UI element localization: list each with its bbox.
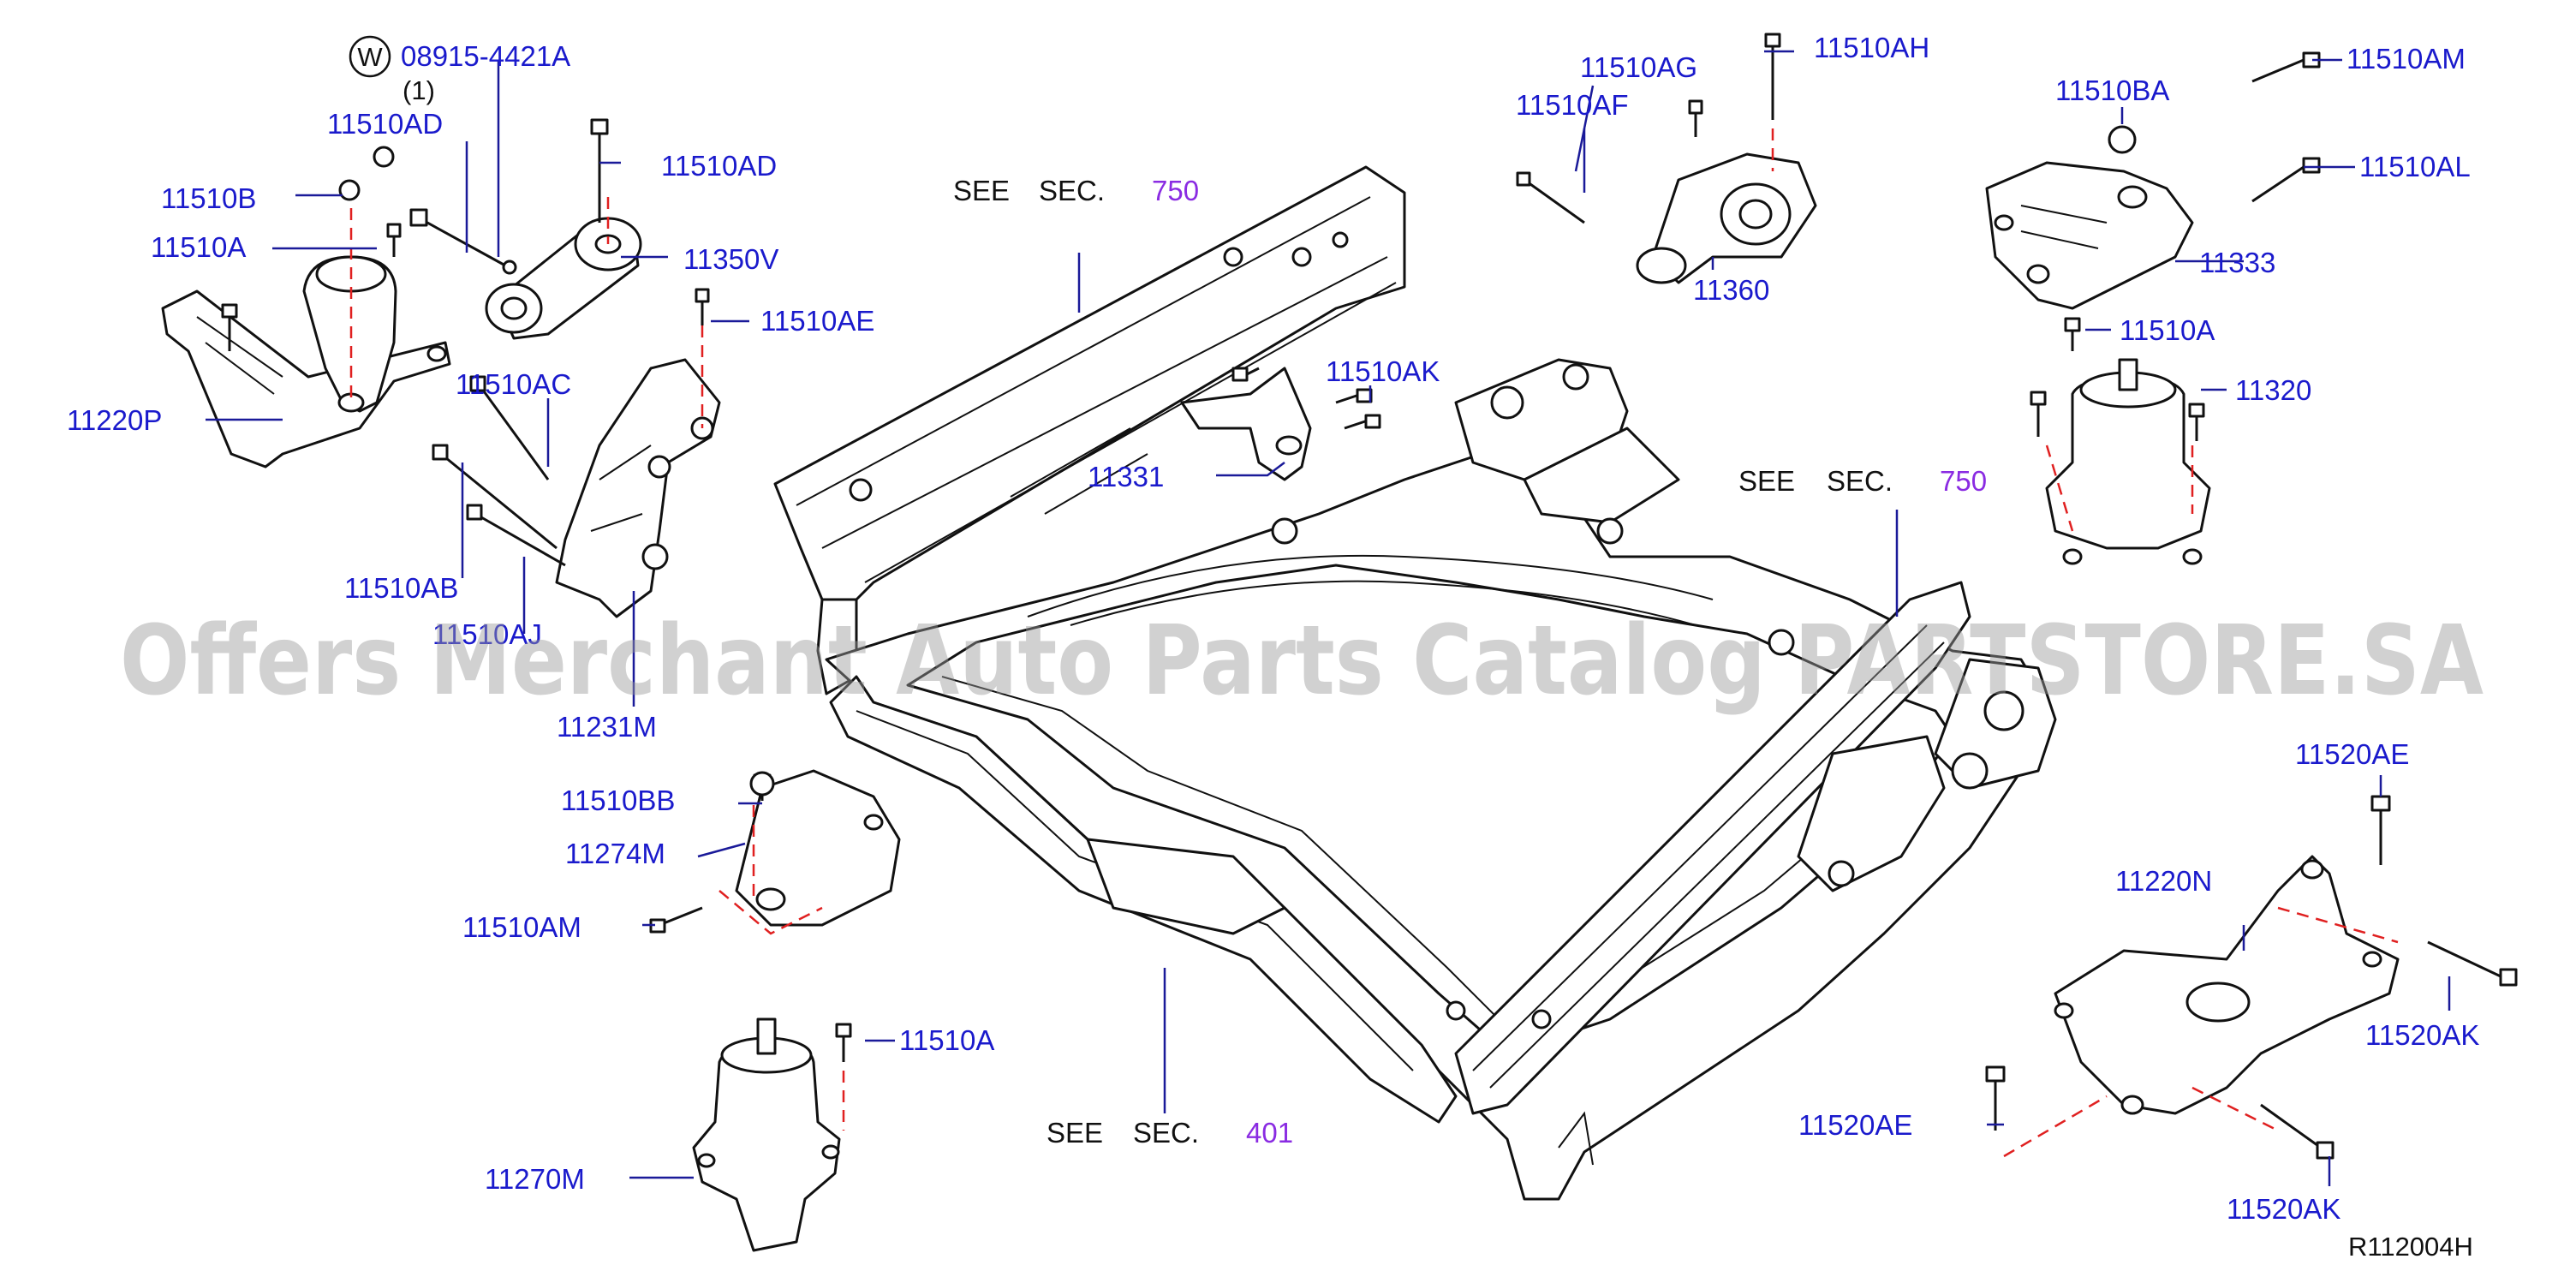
part-label-11510ae[interactable]: 11510AE bbox=[760, 305, 874, 337]
part-label-11220p[interactable]: 11220P bbox=[67, 404, 162, 436]
sec-text: SEC. bbox=[1039, 175, 1105, 206]
bracket-11333-drawing bbox=[1985, 161, 2194, 310]
part-label-11510al[interactable]: 11510AL bbox=[2359, 151, 2471, 182]
part-label-11510am-top[interactable]: 11510AM bbox=[2346, 43, 2466, 75]
part-label-11320[interactable]: 11320 bbox=[2235, 374, 2311, 406]
see-text: SEE bbox=[1738, 465, 1795, 497]
part-label-11331[interactable]: 11331 bbox=[1088, 461, 1164, 492]
part-label-11510ad-upper[interactable]: 11510AD bbox=[327, 108, 443, 140]
section-number: 750 bbox=[1152, 175, 1199, 206]
bracket-11220n-drawing bbox=[2003, 855, 2400, 1158]
part-label-11333[interactable]: 11333 bbox=[2199, 247, 2275, 278]
sec-text: SEC. bbox=[1133, 1117, 1199, 1149]
see-section-750-left[interactable]: SEE SEC. 750 bbox=[953, 175, 1199, 206]
part-label-11520ak-right[interactable]: 11520AK bbox=[2365, 1019, 2479, 1051]
sec-text: SEC. bbox=[1827, 465, 1893, 497]
part-label-11274m[interactable]: 11274M bbox=[565, 838, 665, 869]
part-label-11350v[interactable]: 11350V bbox=[683, 243, 778, 275]
bracket-11274m-drawing bbox=[719, 769, 901, 935]
part-label-11510aj[interactable]: 11510AJ bbox=[432, 618, 542, 650]
part-label-11510a-left[interactable]: 11510A bbox=[151, 231, 246, 263]
part-label-11510bb[interactable]: 11510BB bbox=[561, 785, 675, 816]
part-label-11520ae-bottom[interactable]: 11520AE bbox=[1798, 1109, 1912, 1141]
washer-symbol-icon bbox=[349, 35, 391, 78]
leader-lines bbox=[206, 50, 2451, 1186]
section-number: 750 bbox=[1940, 465, 1987, 497]
see-section-750-right[interactable]: SEE SEC. 750 bbox=[1738, 465, 1987, 497]
part-label-11510ag[interactable]: 11510AG bbox=[1580, 51, 1697, 83]
part-label-11360[interactable]: 11360 bbox=[1693, 274, 1769, 306]
insulator-11320-drawing bbox=[2045, 358, 2211, 565]
part-label-11520ak-bottom[interactable]: 11520AK bbox=[2227, 1193, 2340, 1225]
watermark-text: Offers Merchant Auto Parts Catalog PARTS… bbox=[120, 606, 2484, 717]
washer-quantity: (1) bbox=[402, 75, 435, 105]
part-label-11510ad[interactable]: 11510AD bbox=[661, 150, 777, 182]
bracket-11231m-drawing bbox=[555, 325, 721, 618]
part-label-11270m[interactable]: 11270M bbox=[485, 1163, 585, 1195]
see-text: SEE bbox=[1046, 1117, 1103, 1149]
mount-11360-drawing bbox=[1636, 128, 1817, 284]
part-label-11510ba[interactable]: 11510BA bbox=[2055, 75, 2169, 106]
part-label-11510ak[interactable]: 11510AK bbox=[1326, 355, 1440, 387]
part-label-11510ah[interactable]: 11510AH bbox=[1814, 32, 1929, 63]
washer-symbol-letter: W bbox=[357, 42, 383, 72]
bolts-drawing bbox=[221, 33, 2518, 1160]
insulator-11270m-drawing bbox=[692, 1017, 845, 1252]
section-number: 401 bbox=[1246, 1117, 1293, 1149]
part-label-11520ae-top[interactable]: 11520AE bbox=[2295, 738, 2409, 770]
part-label-11510a-right[interactable]: 11510A bbox=[2120, 314, 2215, 346]
part-label-11510ac[interactable]: 11510AC bbox=[456, 368, 571, 400]
part-label-11231m[interactable]: 11231M bbox=[557, 711, 657, 743]
part-label-11510af[interactable]: 11510AF bbox=[1516, 89, 1628, 121]
part-label-11510a-bottom[interactable]: 11510A bbox=[899, 1024, 994, 1056]
see-section-401[interactable]: SEE SEC. 401 bbox=[1046, 1117, 1293, 1149]
suspension-member-drawing bbox=[773, 165, 2057, 1201]
bracket-11331-drawing bbox=[1180, 367, 1312, 481]
part-label-11510ab[interactable]: 11510AB bbox=[344, 572, 458, 604]
part-label-11510b[interactable]: 11510B bbox=[161, 182, 256, 214]
diagram-reference-code: R112004H bbox=[2348, 1232, 2473, 1262]
washer-part-number[interactable]: 08915-4421A bbox=[401, 40, 570, 72]
part-label-11220n[interactable]: 11220N bbox=[2115, 865, 2212, 897]
part-label-11510am-left[interactable]: 11510AM bbox=[462, 911, 581, 943]
torque-rod-11350v-drawing bbox=[485, 197, 642, 340]
see-text: SEE bbox=[953, 175, 1010, 206]
bracket-11220p-drawing bbox=[161, 188, 451, 468]
